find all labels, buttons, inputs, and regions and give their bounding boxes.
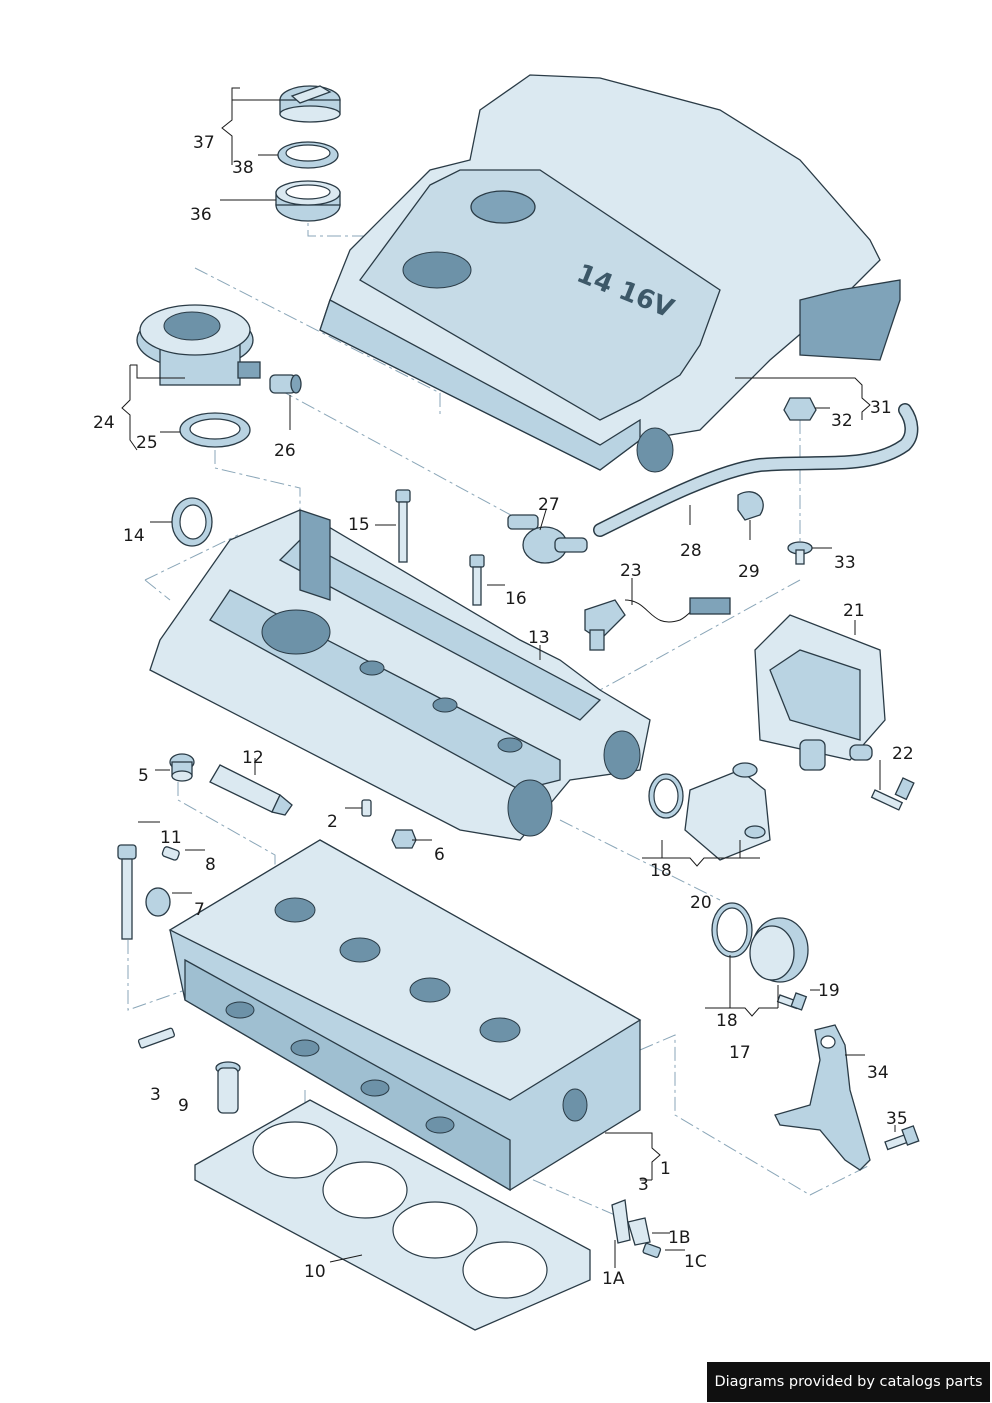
seal-ring-25[interactable] [179, 412, 251, 448]
callout-29: 29 [738, 562, 760, 582]
callout-17: 17 [729, 1043, 751, 1063]
callout-8: 8 [205, 855, 216, 875]
callout-18-upper: 18 [650, 861, 672, 881]
callout-24: 24 [93, 413, 115, 433]
callout-1b: 1B [668, 1228, 690, 1248]
callout-27: 27 [538, 495, 560, 515]
coolant-flange[interactable] [136, 304, 261, 386]
callout-35: 35 [886, 1109, 908, 1129]
callout-5: 5 [138, 766, 149, 786]
callout-25: 25 [136, 433, 158, 453]
hose-connector-27[interactable] [507, 514, 588, 564]
callout-1: 1 [660, 1159, 671, 1179]
nut-32[interactable] [783, 397, 817, 421]
callout-15: 15 [348, 515, 370, 535]
callout-14: 14 [123, 526, 145, 546]
cover-17-lower[interactable] [749, 917, 809, 983]
plug-6[interactable] [391, 829, 417, 849]
callout-11: 11 [160, 828, 182, 848]
callout-labels: 37 38 36 24 25 26 14 15 16 27 28 29 23 1… [93, 133, 914, 1289]
bolt-19[interactable] [776, 992, 808, 1011]
cylinder-head[interactable] [168, 839, 642, 1192]
camshaft-housing[interactable] [149, 509, 651, 841]
callout-12: 12 [242, 748, 264, 768]
head-bolt[interactable] [117, 844, 137, 940]
callout-18-lower: 18 [716, 1011, 738, 1031]
screw-33[interactable] [787, 541, 813, 565]
callout-22: 22 [892, 744, 914, 764]
callout-1a: 1A [602, 1269, 625, 1289]
callout-37: 37 [193, 133, 215, 153]
callout-21: 21 [843, 601, 865, 621]
callout-9: 9 [178, 1096, 189, 1116]
screw-1c[interactable] [642, 1242, 662, 1258]
callout-32: 32 [831, 411, 853, 431]
callout-34: 34 [867, 1063, 889, 1083]
callout-23: 23 [620, 561, 642, 581]
seal-ring-14[interactable] [171, 497, 213, 547]
callout-26: 26 [274, 441, 296, 461]
callout-31: 31 [870, 398, 892, 418]
o-ring-20[interactable] [711, 902, 753, 958]
callout-16: 16 [505, 589, 527, 609]
bolt-16[interactable] [469, 554, 485, 606]
callout-10: 10 [304, 1262, 326, 1282]
callout-1c: 1C [684, 1252, 707, 1272]
callout-3-right: 3 [638, 1175, 649, 1195]
sealant-tube-12[interactable] [209, 764, 293, 816]
leader-lines [121, 87, 896, 1268]
sleeve-11[interactable] [161, 846, 180, 861]
head-gasket[interactable] [194, 1099, 591, 1331]
callout-3-left: 3 [150, 1085, 161, 1105]
cover-17-upper[interactable] [684, 762, 771, 861]
callout-7: 7 [194, 900, 205, 920]
callout-6: 6 [434, 845, 445, 865]
callout-38: 38 [232, 158, 254, 178]
stud-3[interactable] [137, 1027, 175, 1049]
callout-19: 19 [818, 981, 840, 1001]
bolt-22[interactable] [870, 777, 915, 811]
oil-filler-opening [402, 251, 472, 289]
pin-2[interactable] [361, 799, 372, 817]
seal-ring-36[interactable] [275, 180, 341, 222]
callout-28: 28 [680, 541, 702, 561]
callout-13: 13 [528, 628, 550, 648]
plug-5[interactable] [169, 753, 195, 782]
bolt-35[interactable] [884, 1125, 920, 1151]
cover-housing-21[interactable] [754, 614, 886, 771]
seal-ring-38[interactable] [277, 141, 339, 169]
callout-36: 36 [190, 205, 212, 225]
oil-filler-cap[interactable] [279, 85, 341, 123]
callout-2: 2 [327, 812, 338, 832]
plug-26[interactable] [269, 374, 302, 394]
bolt-15[interactable] [395, 489, 411, 563]
hall-sender[interactable] [584, 597, 731, 651]
bracket-1b[interactable] [627, 1217, 651, 1246]
bracket-1a[interactable] [611, 1199, 631, 1244]
clip-29[interactable] [737, 491, 764, 521]
diagram-credit-footer: Diagrams provided by catalogs parts [707, 1362, 990, 1402]
callout-33: 33 [834, 553, 856, 573]
support-bracket-34[interactable] [774, 1024, 871, 1171]
breather-hose[interactable] [593, 403, 919, 537]
callout-20: 20 [690, 893, 712, 913]
engine-cover[interactable]: 14 16V [319, 74, 901, 473]
o-ring-18-upper[interactable] [648, 773, 684, 819]
cap-7[interactable] [145, 887, 171, 917]
sleeve-9[interactable] [215, 1061, 241, 1114]
